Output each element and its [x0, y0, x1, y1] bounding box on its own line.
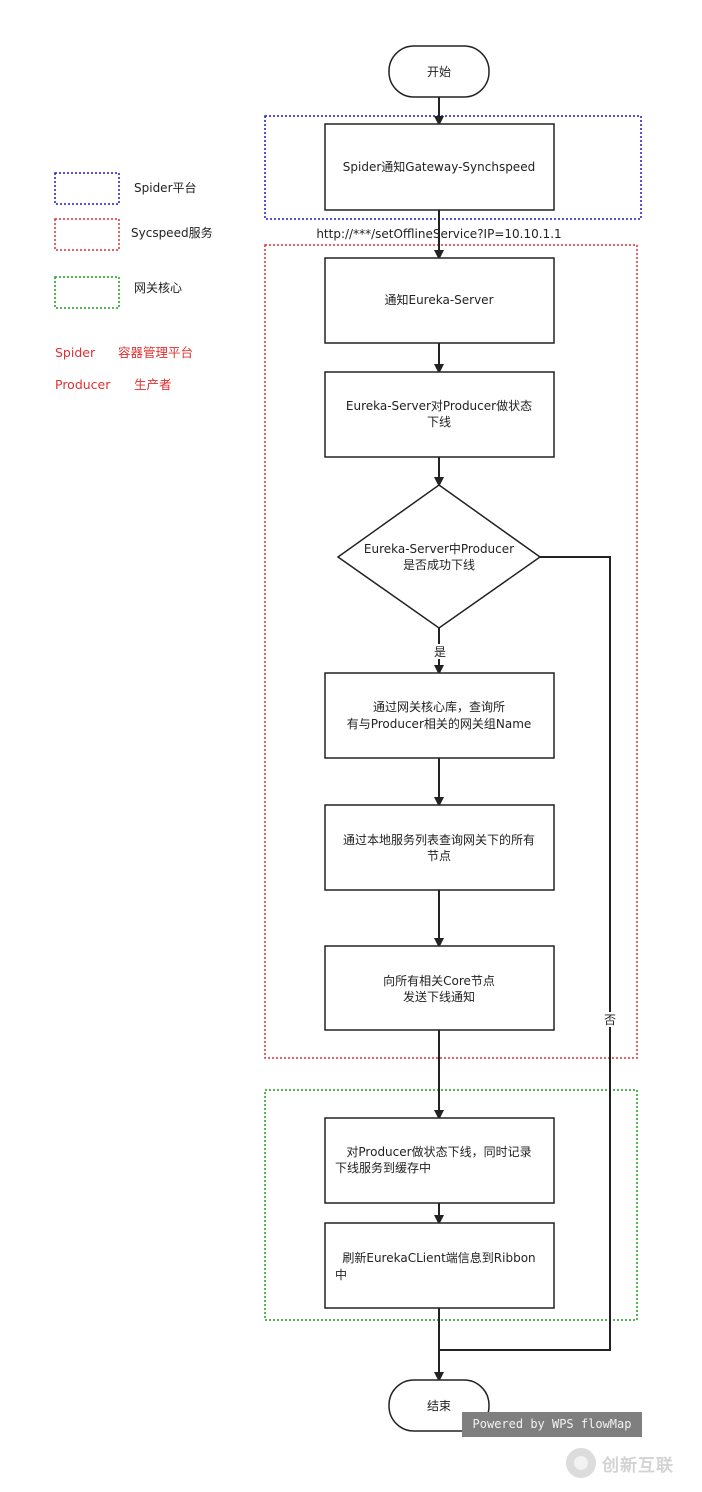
yes-label-bg: [432, 644, 448, 659]
process-refresh-ribbon-label-2: 中: [335, 1267, 347, 1282]
decision-label-1: Eureka-Server中Producer: [364, 541, 514, 556]
legend-label-gateway-core: 网关核心: [134, 281, 182, 295]
process-refresh-ribbon: [324, 1222, 555, 1309]
spider-platform-frame: [264, 115, 642, 220]
process-eureka-offline: [324, 371, 555, 458]
decision-label-2: 是否成功下线: [403, 558, 475, 572]
legend-swatch-spider: [54, 172, 120, 205]
sycspeed-service-frame: [264, 244, 638, 1059]
start-terminal: [388, 45, 490, 98]
legend: Spider平台 Sycspeed服务 网关核心 Spider 容器管理平台 P…: [54, 172, 213, 392]
process-record-cache-label-1: 对Producer做状态下线，同时记录: [346, 1144, 531, 1159]
process-query-groups-label-2: 有与Producer相关的网关组Name: [347, 716, 532, 731]
offline-service-url: http://***/setOfflineService?IP=10.10.1.…: [316, 227, 561, 241]
decision-offline-success: [336, 484, 542, 629]
process-record-cache-label-2: 下线服务到缓存中: [335, 1160, 431, 1175]
process-query-groups: [324, 672, 555, 759]
legend-label-sycspeed-service: Sycspeed服务: [131, 225, 213, 240]
no-label-bg: [602, 1012, 618, 1027]
legend-term-spider: Spider: [55, 345, 96, 360]
brand-logo-text: 创新互联: [602, 1455, 674, 1476]
wps-flowmap-watermark: Powered by WPS flowMap: [462, 1412, 642, 1437]
process-send-notice-label-1: 向所有相关Core节点: [383, 973, 495, 988]
process-query-nodes-label-1: 通过本地服务列表查询网关下的所有: [343, 832, 535, 847]
process-notify-eureka-label: 通知Eureka-Server: [384, 293, 493, 307]
process-notify-eureka: [324, 257, 555, 344]
process-notify-gateway: [324, 123, 555, 211]
legend-swatch-gateway: [54, 276, 120, 309]
process-eureka-offline-label-1: Eureka-Server对Producer做状态: [346, 398, 532, 413]
yes-branch-label: 是: [434, 645, 446, 659]
legend-term-producer: Producer: [55, 377, 111, 392]
process-send-notice: [324, 945, 555, 1031]
process-record-cache: [324, 1117, 555, 1204]
legend-label-spider-platform: Spider平台: [134, 180, 197, 195]
process-query-groups-label-1: 通过网关核心库，查询所: [373, 699, 505, 714]
gateway-core-frame: [264, 1089, 638, 1321]
legend-swatch-sycspeed: [54, 218, 120, 251]
connectors: [434, 97, 611, 1382]
process-query-nodes-label-2: 节点: [427, 849, 451, 863]
no-branch-label: 否: [604, 1013, 616, 1027]
brand-logo-icon: [566, 1448, 596, 1478]
no-branch-connector: [439, 556, 611, 1351]
process-eureka-offline-label-2: 下线: [427, 415, 451, 429]
process-query-nodes: [324, 804, 555, 891]
process-refresh-ribbon-label-1: 刷新EurekaCLient端信息到Ribbon: [342, 1250, 535, 1265]
legend-desc-producer: 生产者: [134, 377, 172, 392]
process-send-notice-label-2: 发送下线通知: [403, 989, 475, 1004]
legend-desc-spider: 容器管理平台: [118, 345, 193, 360]
end-label: 结束: [427, 1399, 451, 1413]
start-label: 开始: [427, 65, 451, 79]
process-notify-gateway-label: Spider通知Gateway-Synchspeed: [343, 160, 535, 174]
brand-logo: 创新互联: [566, 1446, 674, 1480]
